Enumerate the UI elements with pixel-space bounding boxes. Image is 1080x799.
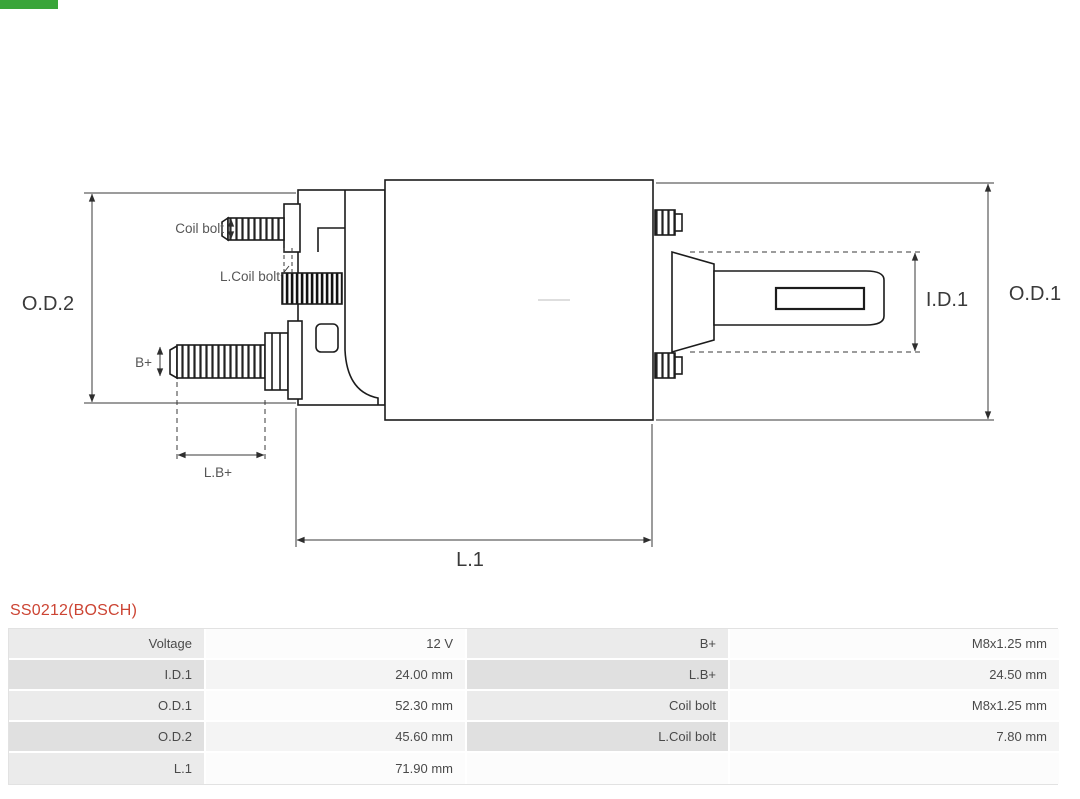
spec-table-wrap: Voltage 12 V B+ M8x1.25 mm I.D.1 24.00 m…: [8, 628, 1059, 785]
logo-fragment: [0, 0, 58, 9]
table-row: L.1 71.90 mm: [9, 753, 1059, 784]
dim-od1: [656, 182, 994, 421]
bplus-washer: [287, 320, 303, 400]
coil-bolt-stud: [227, 217, 285, 241]
dim-lb: [176, 382, 266, 462]
spec-label: O.D.2: [9, 722, 206, 753]
spec-label: L.1: [9, 753, 206, 784]
small-pin: [315, 323, 339, 353]
flange-inner-line: [344, 190, 379, 405]
spec-value: 12 V: [206, 629, 467, 660]
spec-value: 24.50 mm: [730, 660, 1059, 691]
rear-stud-bottom-cap: [674, 356, 683, 375]
rear-stud-bottom: [654, 352, 676, 379]
spec-table: Voltage 12 V B+ M8x1.25 mm I.D.1 24.00 m…: [9, 629, 1059, 784]
dimension-labels: O.D.2 O.D.1 I.D.1 L.1 L.B+ B+ Coil bolt …: [22, 221, 1061, 571]
spec-value: [730, 753, 1059, 784]
solenoid-body: [384, 179, 654, 421]
id1-label: I.D.1: [926, 289, 968, 311]
dim-od2: [84, 192, 296, 404]
spec-value: 45.60 mm: [206, 722, 467, 753]
bplus-stud-tip: [169, 344, 178, 380]
spec-value: 52.30 mm: [206, 691, 467, 722]
dim-l1: [295, 408, 653, 547]
spec-label: B+: [467, 629, 730, 660]
table-row: I.D.1 24.00 mm L.B+ 24.50 mm: [9, 660, 1059, 691]
dim-l-coil-bolt: [280, 248, 293, 277]
od1-label: O.D.1: [1009, 283, 1061, 305]
part-code: SS0212(BOSCH): [10, 602, 138, 619]
spec-value: M8x1.25 mm: [730, 629, 1059, 660]
table-row: O.D.2 45.60 mm L.Coil bolt 7.80 mm: [9, 722, 1059, 753]
spec-value: M8x1.25 mm: [730, 691, 1059, 722]
spec-label-empty: [467, 753, 730, 784]
solenoid-diagram: O.D.2 O.D.1 I.D.1 L.1 L.B+ B+ Coil bolt …: [22, 179, 1061, 571]
spec-label: Voltage: [9, 629, 206, 660]
solenoid-drawing: [169, 179, 885, 421]
coil-bolt-block: [283, 203, 301, 253]
coil-bushing: [281, 272, 343, 305]
dimensions: [84, 182, 994, 547]
rear-stud-top-cap: [674, 213, 683, 232]
coil-bolt-label: Coil bolt: [175, 221, 224, 236]
spec-value: 24.00 mm: [206, 660, 467, 691]
spec-label: I.D.1: [9, 660, 206, 691]
b-label: B+: [135, 355, 152, 370]
flange-step: [317, 227, 345, 252]
od2-label: O.D.2: [22, 293, 74, 315]
lb-label: L.B+: [204, 465, 232, 480]
spec-label: Coil bolt: [467, 691, 730, 722]
bplus-stud: [176, 344, 266, 379]
plunger-cone: [671, 250, 715, 354]
spec-value: 7.80 mm: [730, 722, 1059, 753]
spec-value: 71.90 mm: [206, 753, 467, 784]
dim-id1: [690, 251, 922, 353]
bplus-nut: [264, 332, 289, 391]
table-row: O.D.1 52.30 mm Coil bolt M8x1.25 mm: [9, 691, 1059, 722]
l-coil-bolt-label: L.Coil bolt: [220, 269, 280, 284]
table-row: Voltage 12 V B+ M8x1.25 mm: [9, 629, 1059, 660]
l1-label: L.1: [456, 549, 484, 571]
spec-label: L.Coil bolt: [467, 722, 730, 753]
spec-label: L.B+: [467, 660, 730, 691]
plunger-slot: [774, 286, 866, 311]
spec-label: O.D.1: [9, 691, 206, 722]
rear-stud-top: [654, 209, 676, 236]
